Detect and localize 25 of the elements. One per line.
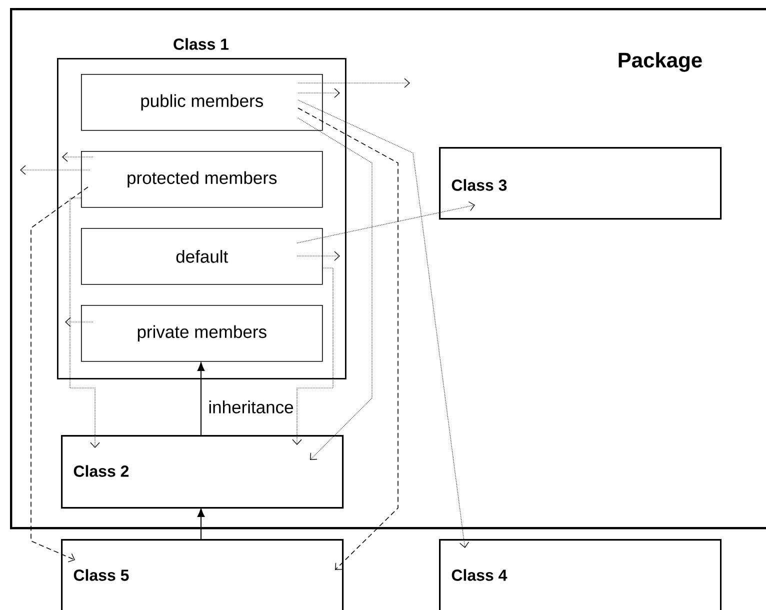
member-box: public members — [81, 74, 323, 131]
member-box: default — [81, 228, 323, 285]
class-box: Class 5 — [61, 539, 344, 610]
arrow — [298, 118, 372, 460]
arrow — [296, 201, 475, 244]
class-box: Class 2 — [61, 435, 344, 509]
arrow — [65, 317, 94, 327]
arrow — [292, 268, 334, 445]
arrow — [197, 508, 205, 540]
arrow — [298, 100, 470, 548]
arrow — [298, 108, 398, 570]
arrow — [30, 186, 88, 562]
arrow — [70, 198, 100, 448]
arrow — [296, 251, 340, 261]
arrow — [197, 362, 205, 436]
member-box: protected members — [81, 151, 323, 208]
node-label: Class 1 — [174, 38, 229, 50]
member-box: private members — [81, 305, 323, 362]
class-box: Class 4 — [439, 539, 722, 610]
class-box: Class 3 — [439, 147, 722, 220]
arrow — [62, 152, 94, 162]
arrow — [20, 165, 90, 175]
arrow — [298, 78, 410, 88]
edge-label: inheritance — [207, 400, 295, 414]
arrow — [298, 88, 340, 98]
